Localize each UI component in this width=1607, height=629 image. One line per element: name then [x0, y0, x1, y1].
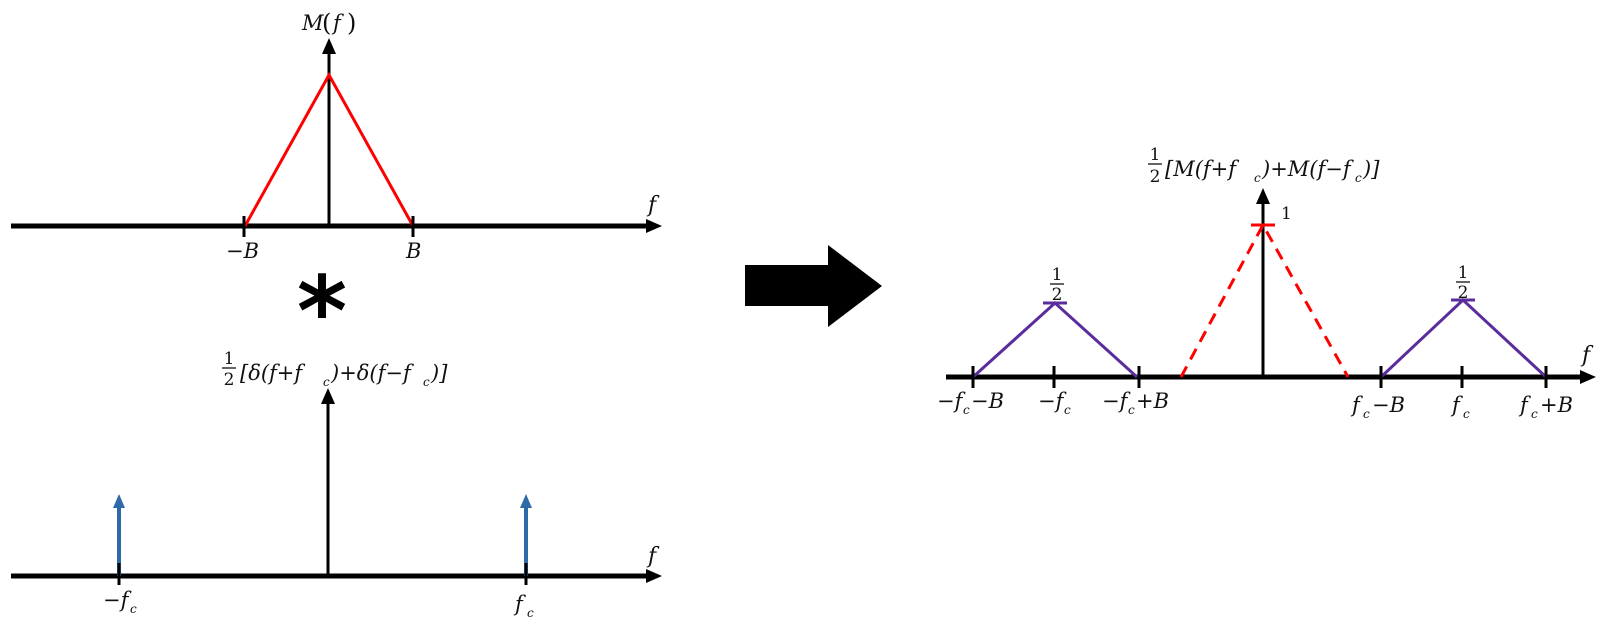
svg-text:f: f [513, 592, 526, 616]
result-f-axis-label: f [1580, 343, 1594, 368]
carrier-spectrum-plot: 1 2 [δ(f+f c )+δ(f−f c )] f −f c f [11, 349, 662, 620]
svg-text:c: c [1128, 403, 1135, 417]
original-message-dashed [1179, 221, 1350, 378]
peak-right-label: 1 2 [1456, 263, 1470, 303]
svg-text:2: 2 [1150, 167, 1161, 187]
svg-text:c: c [1463, 407, 1470, 421]
bottom-f-axis-arrowhead-icon [646, 569, 662, 583]
svg-text:): ) [347, 9, 356, 37]
svg-text:c: c [1355, 171, 1362, 185]
impulse-fc-arrowhead-icon [520, 494, 532, 508]
top-vertical-arrowhead-icon [322, 38, 336, 54]
svg-text:c: c [423, 375, 430, 389]
result-arrow-icon [745, 245, 882, 327]
svg-text:+B: +B [1136, 389, 1169, 413]
svg-text:−f: −f [937, 389, 966, 413]
result-tick-label-fc-minus-b: f c −B [1350, 393, 1405, 421]
peak-center-label: 1 [1281, 204, 1292, 224]
result-vertical-arrowhead-icon [1256, 188, 1270, 204]
bottom-tick-neg-fc-label: −f c [103, 588, 137, 616]
svg-text:f: f [1350, 393, 1363, 417]
top-tick-b-label: B [405, 239, 421, 263]
svg-text:c: c [1363, 407, 1370, 421]
svg-text:−f: −f [1102, 389, 1131, 413]
carrier-title: 1 2 [δ(f+f c )+δ(f−f c )] [222, 349, 448, 390]
svg-text:2: 2 [1458, 283, 1469, 303]
svg-text:−f: −f [1038, 389, 1067, 413]
svg-text:f: f [331, 11, 344, 35]
svg-text:[M(f+f: [M(f+f [1165, 157, 1239, 181]
shifted-left-triangle [971, 300, 1139, 379]
svg-text:c: c [1531, 407, 1538, 421]
svg-text:c: c [1254, 171, 1261, 185]
convolution-asterisk-icon: * [297, 256, 347, 368]
svg-text:1: 1 [1052, 265, 1063, 285]
svg-text:f: f [1450, 393, 1463, 417]
svg-text:2: 2 [1052, 285, 1063, 305]
top-ylabel: M ( f ) [301, 9, 356, 37]
svg-text:c: c [963, 403, 970, 417]
top-tick-neg-b-label: −B [226, 239, 259, 263]
svg-text:(: ( [322, 9, 331, 37]
svg-text:1: 1 [1458, 263, 1469, 283]
impulse-neg-fc-arrowhead-icon [113, 494, 125, 508]
result-f-axis-arrowhead-icon [1580, 370, 1596, 384]
svg-text:−B: −B [971, 389, 1004, 413]
message-spectrum-plot: f M ( f ) −B B [11, 9, 662, 263]
svg-text:)+δ(f−f: )+δ(f−f [330, 361, 414, 385]
svg-text:)]: )] [430, 361, 448, 385]
svg-text:c: c [323, 375, 330, 389]
svg-text:M: M [301, 11, 324, 35]
svg-text:c: c [130, 602, 137, 616]
svg-text:[δ(f+f: [δ(f+f [240, 361, 305, 385]
svg-text:c: c [527, 606, 534, 620]
top-f-axis-arrowhead-icon [646, 219, 662, 233]
message-triangle [243, 71, 415, 227]
svg-text:+B: +B [1540, 393, 1573, 417]
svg-text:−f: −f [103, 588, 132, 612]
top-f-axis-label: f [646, 193, 660, 218]
svg-text:)+M(f−f: )+M(f−f [1261, 157, 1354, 181]
svg-text:2: 2 [224, 370, 235, 390]
svg-text:c: c [1064, 403, 1071, 417]
modulated-title: 1 2 [M(f+f c )+M(f−f c )] [1148, 145, 1380, 187]
svg-text:1: 1 [1150, 145, 1161, 165]
result-tick-label-neg-fc: −f c [1038, 389, 1071, 417]
svg-text:−B: −B [1372, 393, 1405, 417]
result-tick-label-fc: f c [1450, 393, 1470, 421]
result-tick-label-neg-fc-plus-b: −f c +B [1102, 389, 1169, 417]
bottom-f-axis-label: f [646, 544, 660, 569]
result-tick-label-neg-fc-minus-b: −f c −B [937, 389, 1004, 417]
svg-text:f: f [1518, 393, 1531, 417]
modulated-spectrum-plot: 1 2 [M(f+f c )+M(f−f c )] f 1 1 2 [937, 145, 1596, 421]
bottom-vertical-arrowhead-icon [321, 388, 335, 404]
svg-text:)]: )] [1362, 157, 1380, 181]
result-tick-label-fc-plus-b: f c +B [1518, 393, 1573, 421]
bottom-tick-fc-label: f c [513, 592, 534, 620]
svg-text:1: 1 [224, 349, 235, 369]
peak-left-label: 1 2 [1050, 265, 1064, 305]
shifted-right-triangle [1379, 297, 1548, 379]
